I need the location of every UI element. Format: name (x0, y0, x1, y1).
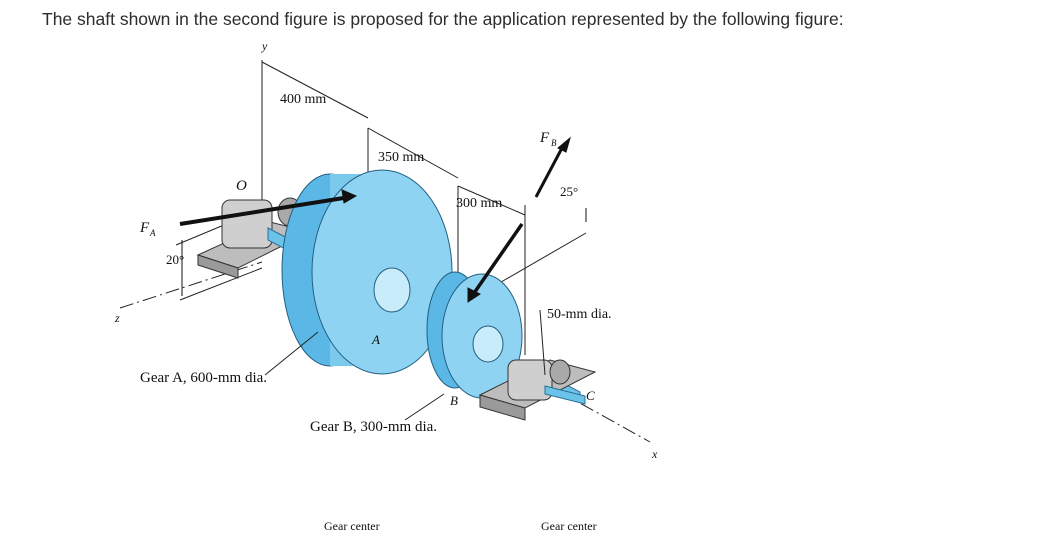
force-b-line (534, 147, 564, 198)
angle-b-label: 25° (560, 184, 578, 199)
force-b-arrow (470, 223, 524, 297)
dim-400-guide (261, 61, 369, 119)
force-b-arrowhead (467, 287, 481, 303)
dim-350-label: 350 mm (378, 150, 424, 165)
force-a-arrowhead (341, 189, 358, 204)
point-c-label: C (586, 388, 595, 403)
gear-center-label-2: Gear center (541, 519, 597, 533)
gear-a-label: Gear A, 600-mm dia. (140, 370, 267, 386)
dim-400-label: 400 mm (280, 92, 326, 107)
force-b-subscript: B (551, 138, 557, 148)
force-b-label: F (539, 130, 550, 146)
angle-a-label: 20° (166, 252, 184, 267)
fa-guide (179, 267, 263, 301)
point-b-label: B (450, 393, 458, 408)
dim-300-guide (457, 185, 526, 216)
shaft-diameter-label: 50-mm dia. (547, 307, 612, 322)
origin-label: O (236, 178, 247, 194)
gear-a (281, 169, 453, 375)
force-b-top-arrowhead (557, 136, 571, 153)
force-a-arrow (179, 195, 351, 226)
point-a-label: A (371, 332, 380, 347)
gear-center-label-1: Gear center (324, 519, 380, 533)
question-text: The shaft shown in the second figure is … (42, 9, 844, 29)
force-arrows (179, 136, 587, 303)
force-a-subscript: A (149, 228, 156, 238)
dim-350-guide (367, 127, 459, 179)
z-axis-line (119, 261, 263, 309)
bearing-c (478, 359, 597, 421)
force-a-label: F (139, 220, 150, 236)
x-axis-label: x (651, 447, 658, 461)
gear-b-label: Gear B, 300-mm dia. (310, 419, 437, 435)
z-axis-label: z (114, 311, 120, 325)
x-axis-line (559, 391, 651, 443)
axis-lines (119, 60, 651, 443)
y-axis-label: y (261, 39, 268, 53)
dim-300-label: 300 mm (456, 196, 502, 211)
leader-lines (264, 309, 546, 421)
